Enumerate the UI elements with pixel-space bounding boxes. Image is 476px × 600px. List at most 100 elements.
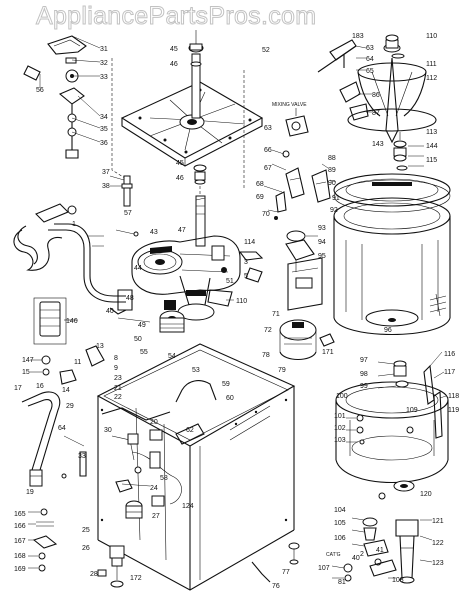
- label-110b: 110: [426, 33, 437, 40]
- transmission-shaft: [195, 195, 206, 247]
- label-91: 91: [332, 195, 340, 202]
- label-45b: 45: [176, 160, 184, 167]
- label-99: 99: [360, 383, 368, 390]
- label-30: 30: [104, 427, 112, 434]
- label-24: 24: [150, 485, 158, 492]
- label-95: 95: [318, 253, 326, 260]
- label-17: 17: [14, 385, 22, 392]
- label-20: 20: [150, 419, 158, 426]
- label-93: 93: [318, 225, 326, 232]
- label-26: 26: [82, 545, 90, 552]
- tub-left-hardware: [346, 414, 365, 445]
- label-118: 118: [448, 393, 459, 400]
- label-63b: 63: [264, 125, 272, 132]
- label-38: 38: [102, 183, 110, 190]
- label-46b: 46: [176, 175, 184, 182]
- label-167: 167: [14, 538, 26, 545]
- label-110: 110: [236, 298, 247, 305]
- belt-and-idler: [109, 229, 151, 323]
- label-147: 147: [22, 357, 34, 364]
- label-165: 165: [14, 511, 26, 518]
- spin-basket: [333, 197, 451, 335]
- label-86: 86: [372, 92, 380, 99]
- bracket-switches: [263, 149, 337, 220]
- label-34: 34: [100, 114, 108, 121]
- label-112: 112: [426, 75, 437, 82]
- label-105: 105: [334, 520, 346, 527]
- label-108: 108: [392, 577, 404, 584]
- label-58: 58: [160, 475, 168, 482]
- lower-hub-parts: [193, 164, 207, 200]
- label-72: 72: [264, 327, 272, 334]
- label-103: 103: [334, 437, 346, 444]
- label-102: 102: [334, 425, 346, 432]
- label-87: 87: [372, 110, 380, 117]
- transmission-housing: [131, 235, 241, 321]
- overflow-parts: [30, 345, 105, 385]
- label-40b: 40: [352, 555, 360, 562]
- label-1: 1: [72, 221, 76, 228]
- label-3: 3: [244, 259, 248, 266]
- label-21: 21: [114, 385, 122, 392]
- label-32: 32: [100, 60, 108, 67]
- hose-clamp-parts: [331, 559, 397, 582]
- label-2: 2: [360, 551, 364, 558]
- label-65: 65: [366, 68, 374, 75]
- upper-spin-shaft: [188, 30, 204, 119]
- label-70: 70: [262, 211, 270, 218]
- label-33b: 33: [78, 453, 86, 460]
- label-79: 79: [278, 367, 286, 374]
- motor-bracket: [287, 257, 323, 311]
- label-120: 120: [420, 491, 432, 498]
- label-15: 15: [22, 369, 30, 376]
- label-101: 101: [334, 413, 346, 420]
- label-37: 37: [102, 169, 110, 176]
- label-63: 63: [366, 45, 374, 52]
- label-67: 67: [264, 165, 272, 172]
- label-22: 22: [114, 394, 122, 401]
- label-5: 5: [244, 273, 248, 280]
- label-64b: 64: [366, 56, 374, 63]
- label-14: 14: [62, 387, 70, 394]
- agitator: [347, 34, 437, 144]
- label-111: 111: [426, 61, 437, 68]
- center-clips: [207, 251, 264, 307]
- label-56: 56: [36, 87, 44, 94]
- label-121: 121: [432, 518, 444, 525]
- label-172: 172: [130, 575, 142, 582]
- label-47: 47: [178, 227, 186, 234]
- label-183: 183: [352, 33, 364, 40]
- label-51: 51: [226, 278, 234, 285]
- label-117: 117: [444, 369, 455, 376]
- label-29: 29: [66, 403, 74, 410]
- label-124: 124: [182, 503, 194, 510]
- label-41: 41: [376, 547, 384, 554]
- label-50: 50: [134, 336, 142, 343]
- label-64: 64: [58, 425, 66, 432]
- pump-bracket-parts: [23, 35, 101, 159]
- label-114: 114: [244, 239, 255, 246]
- label-44: 44: [134, 265, 142, 272]
- fill-hose: [21, 391, 61, 487]
- label-90: 90: [328, 180, 336, 187]
- cabinet: [96, 343, 296, 591]
- tub-drain-parts: [351, 517, 433, 584]
- label-146: 146: [66, 318, 78, 325]
- label-59: 59: [222, 381, 230, 388]
- label-71: 71: [272, 311, 280, 318]
- label-94: 94: [318, 239, 326, 246]
- tub-top-parts: [377, 351, 447, 439]
- timer-and-switches: [115, 451, 165, 519]
- label-113: 113: [426, 129, 437, 136]
- label-52: 52: [262, 47, 270, 54]
- label-55: 55: [140, 349, 148, 356]
- motor: [279, 319, 335, 361]
- label-68: 68: [256, 181, 264, 188]
- label-9: 9: [114, 365, 118, 372]
- leveling-feet: [97, 542, 300, 588]
- label-27: 27: [152, 513, 160, 520]
- label-48: 48: [126, 295, 134, 302]
- label-66: 66: [264, 147, 272, 154]
- label-8: 8: [114, 355, 118, 362]
